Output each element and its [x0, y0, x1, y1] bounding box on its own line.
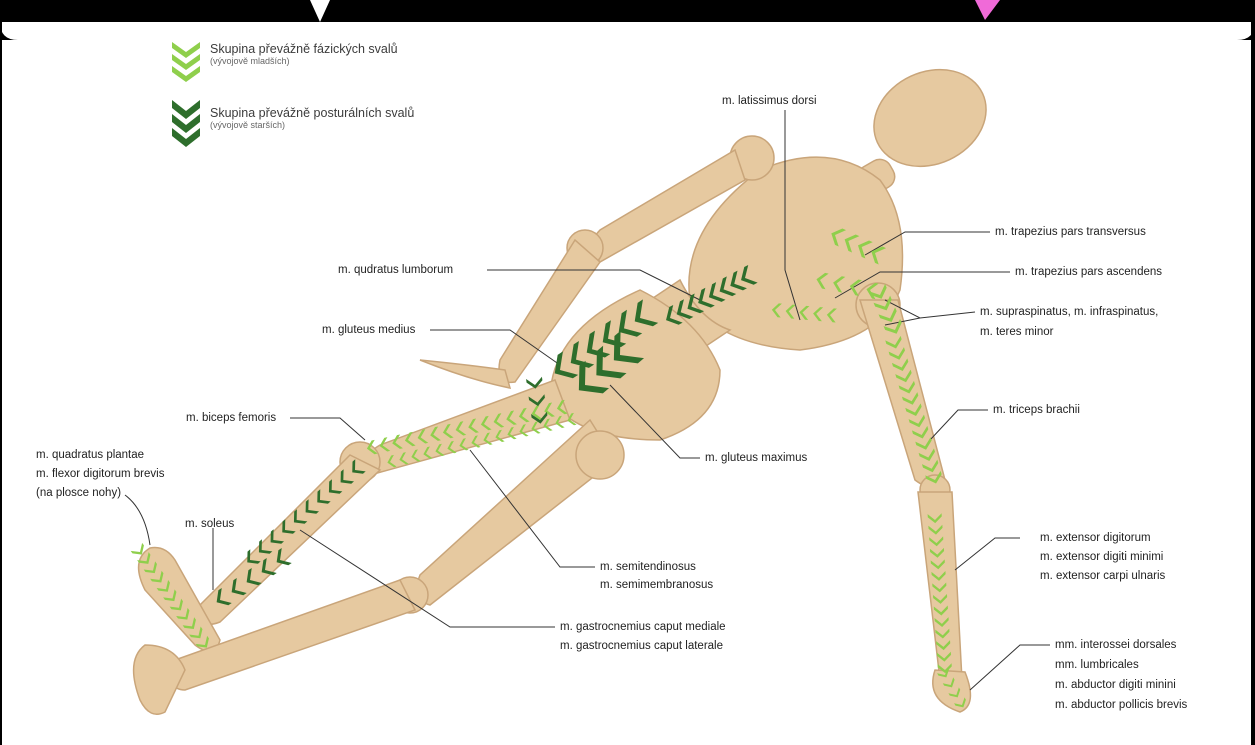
label-trapezius-transversus: m. trapezius pars transversus	[995, 223, 1146, 241]
label-supraspinatus-line2: m. teres minor	[980, 323, 1054, 341]
leader-interossei	[970, 645, 1050, 690]
leader-biceps-femoris	[290, 418, 365, 440]
wooden-mannequin	[134, 52, 1002, 714]
legend-phasic-subtitle: (vývojově mladších)	[210, 56, 398, 66]
legend-postural-subtitle: (vývojově starších)	[210, 120, 414, 130]
label-interossei-line3: m. abductor digiti minini	[1055, 676, 1176, 694]
label-interossei-line1: mm. interossei dorsales	[1055, 636, 1176, 654]
label-biceps-femoris: m. biceps femoris	[186, 409, 276, 427]
label-soleus: m. soleus	[185, 515, 234, 533]
label-extensor-line2: m. extensor digiti minimi	[1040, 548, 1163, 566]
leader-extensor	[955, 538, 1020, 570]
label-gluteus-maximus: m. gluteus maximus	[705, 449, 807, 467]
label-quadratus-plantae-line3: (na plosce nohy)	[36, 484, 121, 502]
label-quadratus-plantae-line2: m. flexor digitorum brevis	[36, 465, 164, 483]
light-green-chevrons-icon	[170, 38, 202, 86]
label-gluteus-medius: m. gluteus medius	[322, 321, 415, 339]
label-trapezius-ascendens: m. trapezius pars ascendens	[1015, 263, 1162, 281]
label-quadratus-plantae-line1: m. quadratus plantae	[36, 446, 144, 464]
label-gastrocnemius-line1: m. gastrocnemius caput mediale	[560, 618, 726, 636]
label-semitendinosus-line2: m. semimembranosus	[600, 576, 713, 594]
label-latissimus-dorsi: m. latissimus dorsi	[722, 92, 817, 110]
label-semitendinosus-line1: m. semitendinosus	[600, 558, 696, 576]
label-triceps-brachii: m. triceps brachii	[993, 401, 1080, 419]
legend-phasic-title: Skupina převážně fázických svalů	[210, 42, 398, 56]
label-extensor-line1: m. extensor digitorum	[1040, 529, 1151, 547]
label-supraspinatus-line1: m. supraspinatus, m. infraspinatus,	[980, 303, 1158, 321]
label-interossei-line2: mm. lumbricales	[1055, 656, 1139, 674]
leader-quadratus-plantae	[125, 495, 150, 545]
label-quadratus-lumborum: m. qudratus lumborum	[338, 261, 453, 279]
legend-postural-title: Skupina převážně posturálních svalů	[210, 106, 414, 120]
label-gastrocnemius-line2: m. gastrocnemius caput laterale	[560, 637, 723, 655]
label-extensor-line3: m. extensor carpi ulnaris	[1040, 567, 1165, 585]
leader-triceps	[930, 410, 988, 440]
label-interossei-line4: m. abductor pollicis brevis	[1055, 696, 1187, 714]
dark-green-chevrons-icon	[170, 98, 202, 150]
